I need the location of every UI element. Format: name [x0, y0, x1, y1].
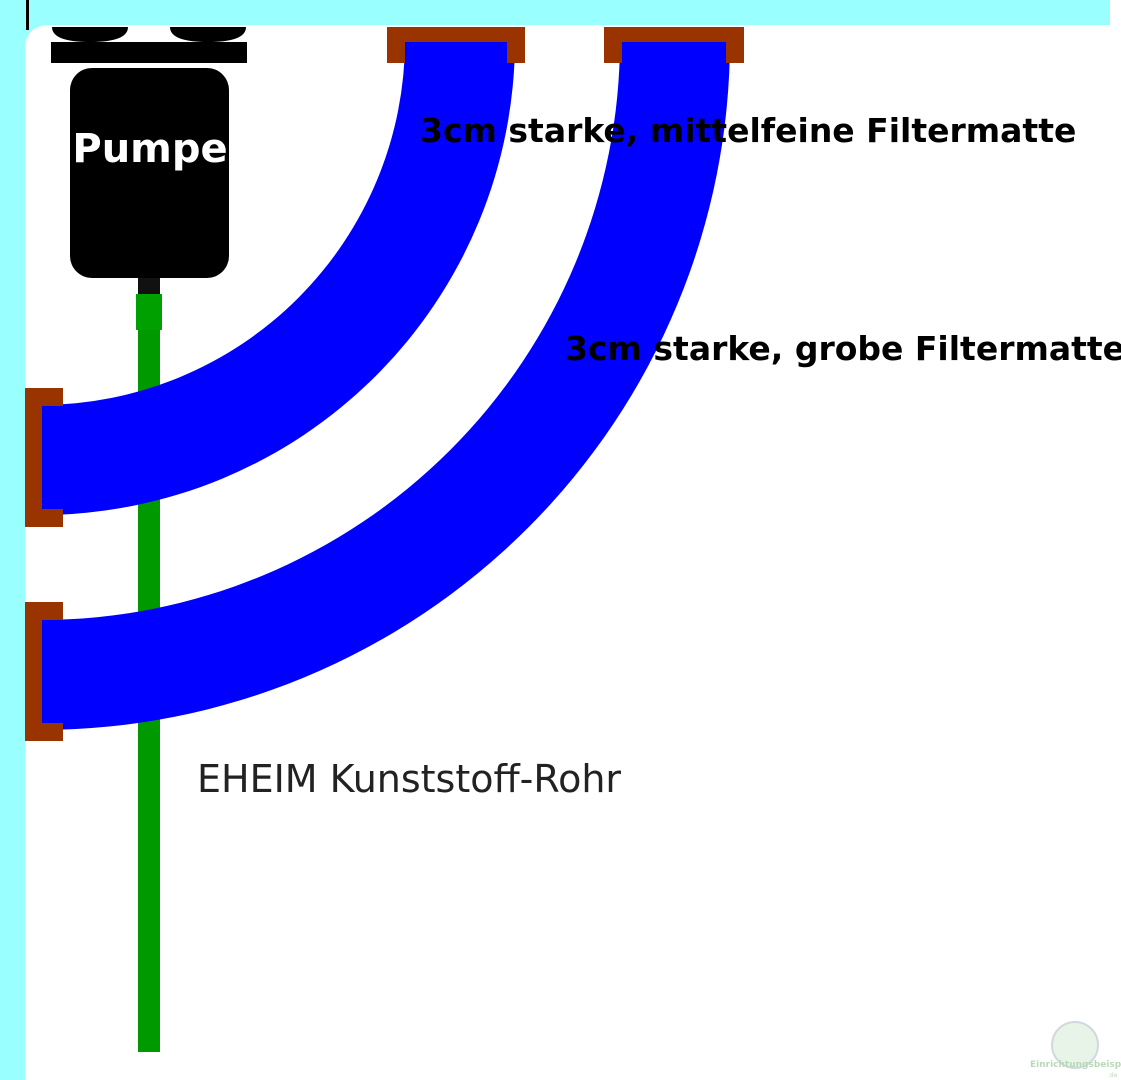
tank-edge-line	[26, 0, 29, 30]
pump-label: Pumpe	[72, 126, 227, 172]
pump-body	[70, 68, 229, 278]
filter-mat-medium	[40, 40, 515, 515]
label-pipe: EHEIM Kunststoff-Rohr	[197, 757, 621, 801]
bracket-top-outer	[604, 27, 744, 63]
pump-outlet	[138, 278, 160, 296]
watermark-logo: Einrichtungsbeispiele .de	[1030, 1021, 1121, 1079]
pipe-connector	[136, 294, 162, 330]
bracket-left-outer	[25, 602, 63, 741]
suction-cup-icon	[52, 27, 128, 42]
watermark-domain: .de	[1108, 1072, 1118, 1079]
filter-mat-coarse	[40, 40, 730, 730]
fish-logo-icon	[1051, 1021, 1099, 1069]
tank-left-wall	[0, 0, 25, 1080]
label-medium-mat: 3cm starke, mittelfeine Filtermatte	[420, 111, 1076, 150]
bracket-left-inner	[25, 388, 63, 527]
label-coarse-mat: 3cm starke, grobe Filtermatte	[565, 329, 1121, 368]
watermark-text: Einrichtungsbeispiele	[1030, 1060, 1121, 1070]
suction-cup-icon	[170, 27, 246, 42]
tank-corner	[25, 25, 50, 50]
tank-top-edge	[25, 0, 1110, 25]
pump-mount-bar	[51, 42, 247, 63]
bracket-top-inner	[387, 27, 525, 63]
